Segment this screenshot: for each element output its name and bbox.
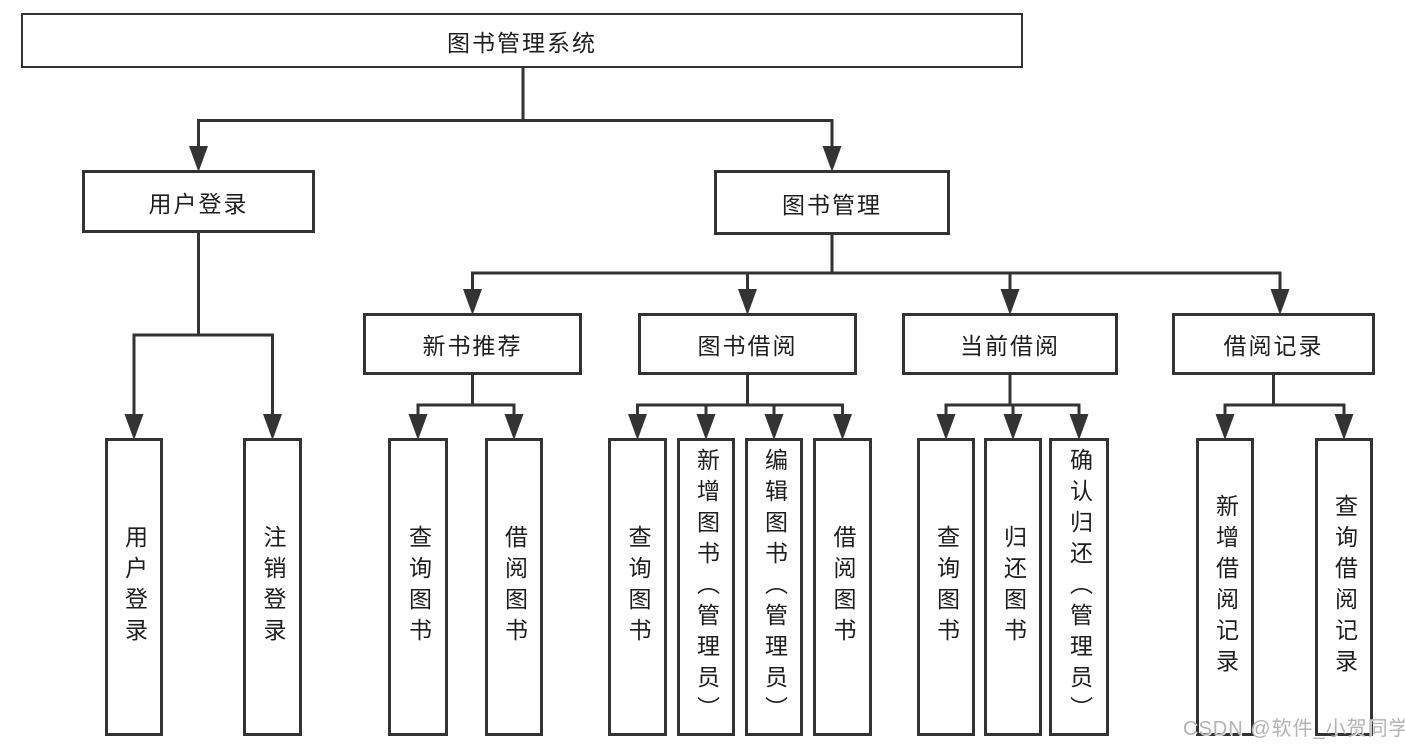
arrowhead (936, 414, 956, 440)
arrowhead (1003, 414, 1023, 440)
edges (132, 66, 1346, 420)
leaf-query-books-rec: 查询图书 (388, 438, 448, 736)
edge-current-borrow-children (944, 373, 1081, 420)
arrowhead (124, 414, 144, 440)
arrowhead (696, 414, 716, 440)
node-new-book-rec: 新书推荐 (363, 313, 582, 375)
leaf-user-login: 用户登录 (105, 438, 163, 736)
arrowhead (628, 414, 647, 440)
arrowhead (833, 414, 852, 440)
leaf-confirm-return-admin: 确认归还（管理员） (1049, 438, 1109, 736)
arrowhead (1270, 289, 1290, 315)
node-user-login: 用户登录 (82, 170, 315, 233)
arrowhead (738, 289, 757, 315)
arrowhead (764, 414, 784, 440)
leaf-borrow-books-rec: 借阅图书 (485, 438, 543, 736)
leaf-borrow-books: 借阅图书 (813, 438, 872, 736)
arrowhead (1334, 414, 1354, 440)
leaf-query-books-borrow: 查询图书 (608, 438, 667, 736)
leaf-add-books-admin: 新增图书（管理员） (677, 438, 735, 736)
edge-root-children (197, 66, 834, 150)
arrowhead (463, 289, 482, 315)
arrowhead (189, 146, 208, 172)
leaf-edit-books-admin: 编辑图书（管理员） (745, 438, 803, 736)
edge-book-borrow-children (636, 373, 844, 420)
edge-new-book-rec-children (416, 373, 516, 420)
arrowhead (822, 146, 842, 172)
leaf-return-books: 归还图书 (984, 438, 1042, 736)
node-book-borrow: 图书借阅 (638, 313, 857, 375)
edge-borrow-record-children (1223, 373, 1346, 420)
edge-book-mgmt-children (471, 233, 1282, 293)
leaf-logout: 注销登录 (243, 438, 302, 736)
arrowhead (1069, 414, 1089, 440)
arrowhead (263, 414, 282, 440)
edge-user-login-children (132, 231, 274, 418)
csdn-watermark: CSDN @软件_小贺同学 (1183, 718, 1405, 740)
node-borrow-record: 借阅记录 (1172, 313, 1375, 375)
node-book-mgmt: 图书管理 (714, 170, 950, 235)
node-current-borrow: 当前借阅 (902, 313, 1118, 375)
leaf-query-books-current: 查询图书 (917, 438, 975, 736)
leaf-add-borrow-record: 新增借阅记录 (1196, 438, 1254, 736)
arrowhead (1215, 414, 1235, 440)
arrowheads (124, 146, 1354, 440)
leaf-query-borrow-record: 查询借阅记录 (1315, 438, 1373, 736)
arrowhead (504, 414, 524, 440)
arrowhead (408, 414, 428, 440)
node-root: 图书管理系统 (21, 13, 1023, 68)
arrowhead (1000, 289, 1020, 315)
